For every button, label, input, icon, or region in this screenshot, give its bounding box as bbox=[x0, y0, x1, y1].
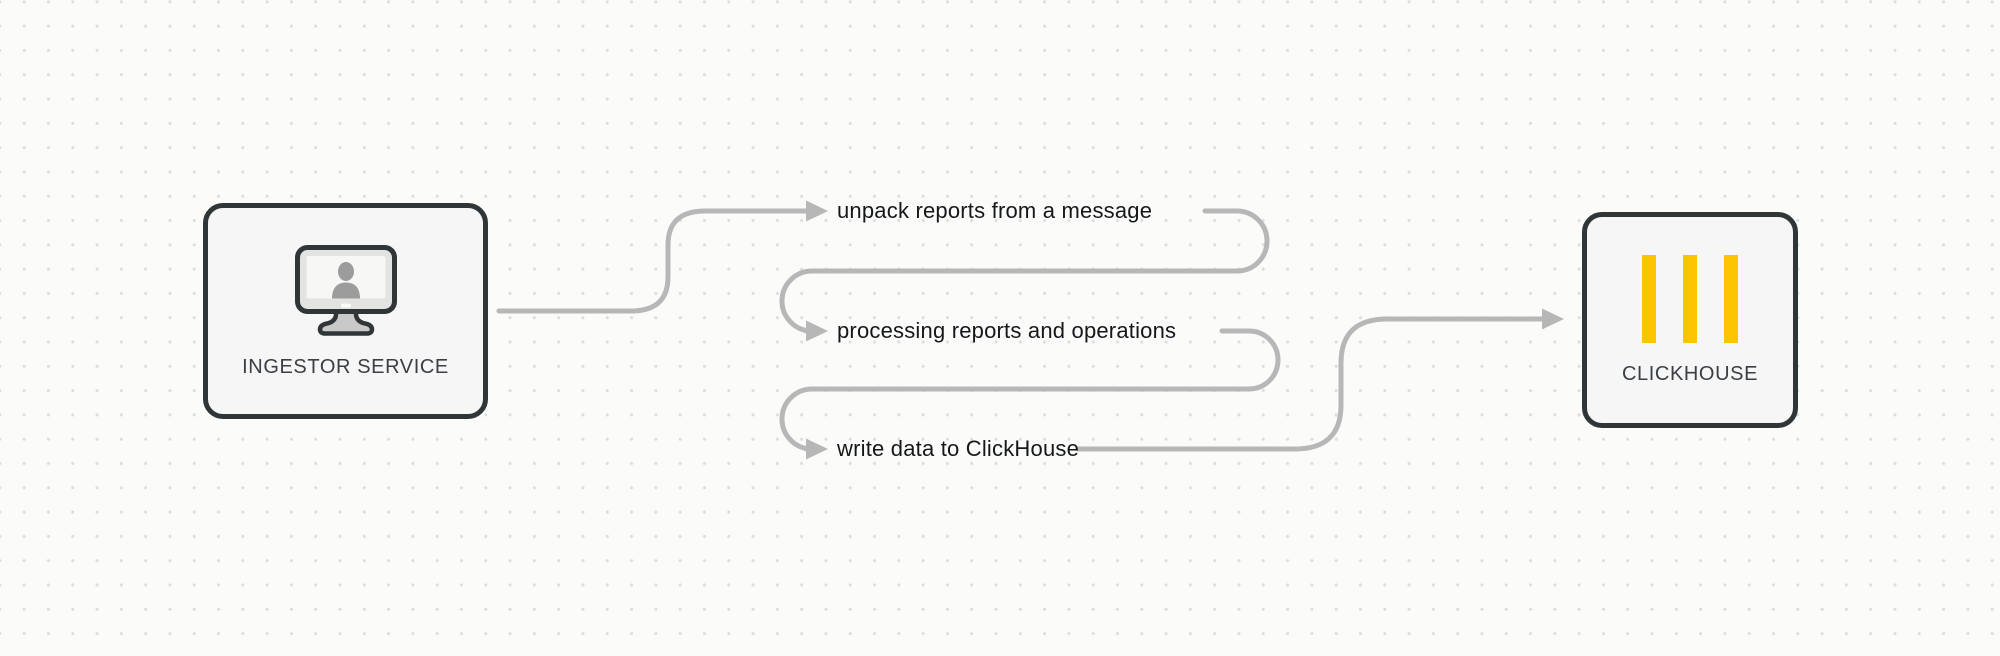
node-label-clickhouse: CLICKHOUSE bbox=[1621, 362, 1759, 385]
node-label-ingestor-service: INGESTOR SERVICE bbox=[242, 355, 449, 378]
node-ingestor-service[interactable]: INGESTOR SERVICE bbox=[203, 203, 488, 419]
connector-ingestor-to-step1 bbox=[496, 208, 809, 314]
node-clickhouse[interactable]: CLICKHOUSE bbox=[1582, 212, 1798, 428]
arrowhead-step2-icon bbox=[806, 320, 828, 342]
arrowhead-step1-icon bbox=[806, 200, 828, 222]
user-monitor-icon bbox=[294, 244, 398, 340]
connector-step2-to-step3 bbox=[779, 328, 1281, 452]
clickhouse-bars-icon bbox=[1642, 254, 1738, 343]
step-label-unpack-reports: unpack reports from a message bbox=[837, 198, 1153, 223]
step-label-processing-reports: processing reports and operations bbox=[837, 318, 1177, 343]
arrowhead-clickhouse-icon bbox=[1542, 308, 1564, 330]
step-label-write-data: write data to ClickHouse bbox=[837, 436, 1080, 461]
arrowhead-step3-icon bbox=[806, 438, 828, 460]
connector-step1-to-step2 bbox=[779, 208, 1270, 334]
